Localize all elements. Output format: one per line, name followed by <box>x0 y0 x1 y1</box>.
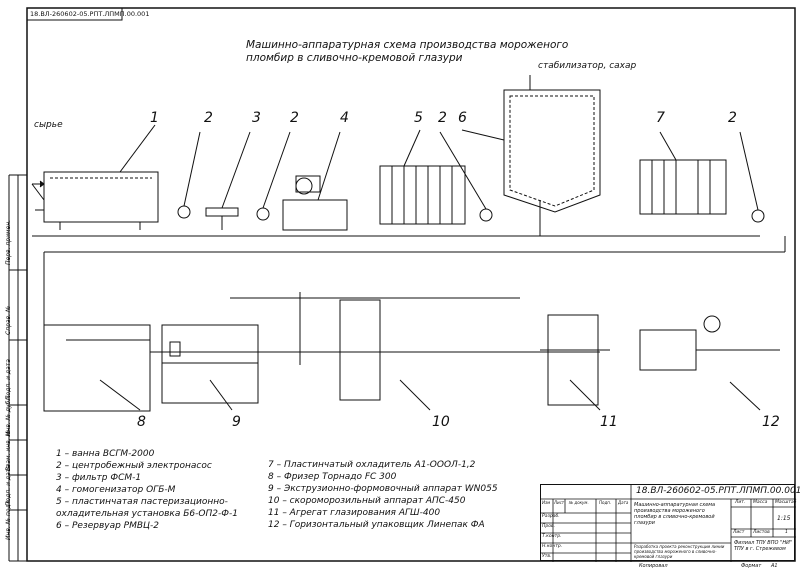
legend-right: 7 – Пластинчатый охладитель А1-ОООЛ-1,2 … <box>268 461 498 533</box>
equipment-6-tank <box>461 75 601 236</box>
side-label: Подп. и дата <box>5 465 12 506</box>
stamp-scale-value: 1:15 <box>777 515 791 522</box>
corner-code: 18.ВЛ-260602-05.РПТ.ЛПМП.00.001 <box>30 10 150 18</box>
equipment-7-cooler <box>639 131 727 215</box>
additives-input-label: стабилизатор, сахар <box>538 61 637 71</box>
equipment-8-freezer <box>43 324 151 412</box>
label-n10: 10 <box>432 414 450 430</box>
pump-2b <box>256 131 291 221</box>
stamp-sheets: Листов <box>753 530 770 535</box>
equipment-4-homogenizer <box>282 131 348 231</box>
label-n2a: 2 <box>204 110 213 126</box>
side-label: Перв. примен. <box>5 219 12 265</box>
legend-item: 8 – Фризер Торнадо FC 300 <box>268 472 397 482</box>
stamp-role: Н.контр. <box>542 544 563 549</box>
raw-input-label: сырье <box>34 120 63 130</box>
equipment-1-bath <box>31 124 159 230</box>
stamp-header-date: Дата <box>618 500 629 505</box>
stamp-header-doc: № докум. <box>569 500 589 505</box>
title-block: 18.ВЛ-260602-05.РПТ.ЛПМП.00.001 Изм Лист… <box>540 484 800 569</box>
stamp-role: Т.контр. <box>542 534 562 539</box>
pump-2a <box>177 131 201 219</box>
legend-item: 5 – пластинчатая пастеризационно- <box>56 497 228 507</box>
stamp-role: Утв. <box>542 554 552 559</box>
corner-code-box <box>26 7 123 21</box>
label-n2b: 2 <box>290 110 299 126</box>
title-block-grid <box>541 485 796 562</box>
equipment-9-extruder <box>161 324 259 411</box>
sheet-frame <box>26 7 796 562</box>
legend-item: 4 – гомогенизатор ОГБ-М <box>56 485 176 495</box>
label-n1: 1 <box>150 110 159 126</box>
stamp-org: Филиал ТПУ ВПО "НИ" ТПУ в г. Стрежевом <box>734 540 793 552</box>
stamp-header-sign: Подп. <box>599 500 612 505</box>
stamp-role: Пров. <box>542 524 556 529</box>
legend-item: 11 – Агрегат глазирования АГШ-400 <box>268 508 441 518</box>
legend-item: 2 – центробежный электронасос <box>56 461 212 471</box>
legend-item: 9 – Экструзионно-формовочный аппарат WN0… <box>268 484 498 494</box>
stamp-header-list: Лист <box>554 500 565 505</box>
side-label: Подп. и дата <box>5 359 12 400</box>
legend-item: 6 – Резервуар РМВЦ-2 <box>56 521 159 531</box>
pump-2c <box>439 131 493 222</box>
side-label: Справ. № <box>5 305 12 335</box>
label-n2c: 2 <box>438 110 447 126</box>
label-n5: 5 <box>414 110 423 126</box>
label-n11: 11 <box>600 414 618 430</box>
legend-left: 1 – ванна ВСГМ-2000 2 – центробежный эле… <box>56 450 238 534</box>
label-n9: 9 <box>232 414 241 430</box>
label-n4: 4 <box>340 110 349 126</box>
stamp-format: Формат <box>741 563 762 569</box>
label-n8: 8 <box>137 414 146 430</box>
equipment-5-pasteurizer <box>379 129 466 225</box>
stamp-sheets-value: 1 <box>785 530 788 535</box>
stamp-format-value: А1 <box>771 563 778 569</box>
equipment-12-packer <box>639 315 780 411</box>
side-label: Взам. инв. № <box>5 430 12 471</box>
side-label: Инв. № дубл. <box>5 394 12 436</box>
return-line <box>44 236 786 253</box>
stamp-header-izm: Изм <box>542 500 551 505</box>
label-n6: 6 <box>458 110 467 126</box>
stamp-mass: Масса <box>753 500 768 505</box>
label-n12: 12 <box>762 414 780 430</box>
equipment-3-filter <box>205 131 251 230</box>
legend-item: 12 – Горизонтальный упаковщик Линепак ФА <box>268 520 485 530</box>
diagram-title-line2: пломбир в сливочно-кремовой глазури <box>246 52 463 64</box>
lower-feed-line <box>230 292 520 365</box>
stamp-lit: Лит. <box>735 500 746 505</box>
pump-2d <box>739 131 765 223</box>
stamp-sheet: Лист <box>733 530 745 535</box>
stamp-role: Разраб. <box>542 514 560 519</box>
equipment-10-hardener <box>339 299 431 411</box>
stamp-subtitle: Разработка проекта реконструкции линии п… <box>634 544 725 559</box>
legend-item: 1 – ванна ВСГМ-2000 <box>56 449 155 459</box>
equipment-11-glazer <box>540 314 610 411</box>
label-n2d: 2 <box>728 110 737 126</box>
legend-item: 10 – скороморозильный аппарат АПС-450 <box>268 496 466 506</box>
stamp-copied: Копировал <box>639 563 668 569</box>
diagram-title-line1: Машинно-аппаратурная схема производства … <box>246 39 569 51</box>
label-n3: 3 <box>252 110 261 126</box>
legend-item: охладительная установка Б6-ОП2-Ф-1 <box>56 509 238 519</box>
legend-item: 7 – Пластинчатый охладитель А1-ОООЛ-1,2 <box>268 460 476 470</box>
label-n7: 7 <box>656 110 665 126</box>
stamp-doc-title: Машинно-аппаратурная схема производства … <box>634 502 716 526</box>
binding-strip <box>8 174 27 562</box>
stamp-scale: Масштаб <box>775 500 797 505</box>
legend-item: 3 – фильтр ФСМ-1 <box>56 473 142 483</box>
stamp-doc-code: 18.ВЛ-260602-05.РПТ.ЛПМП.00.001 <box>636 486 800 496</box>
